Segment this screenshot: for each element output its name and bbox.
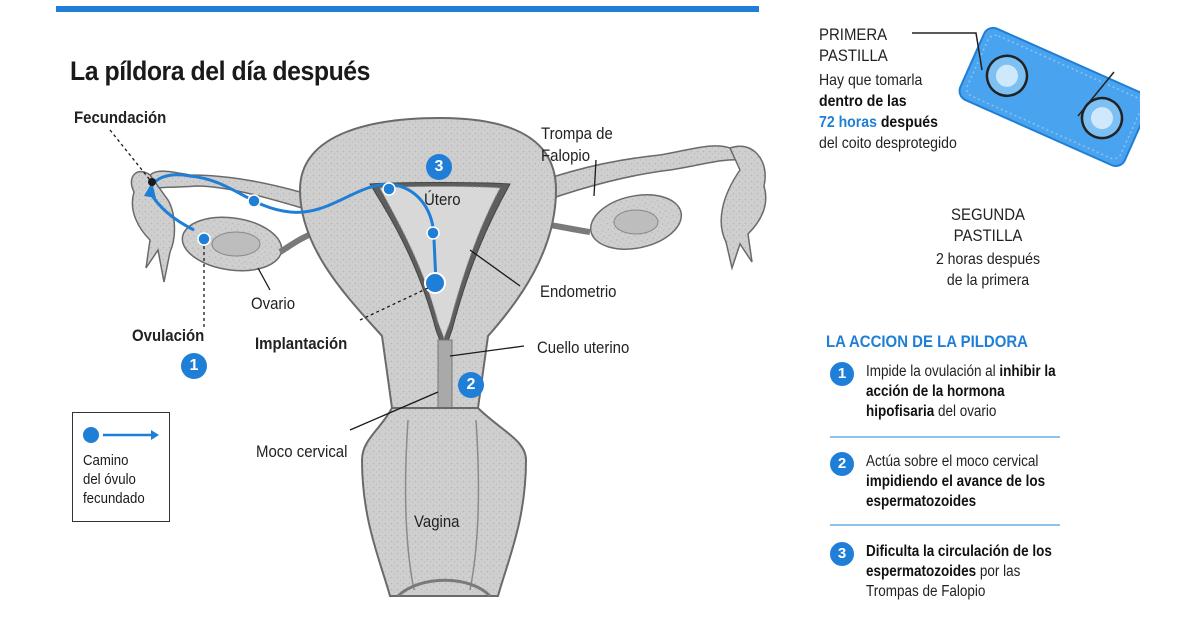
implanted-egg [424,272,446,294]
accion-item-3: 3 Dificulta la circulación de los esperm… [830,542,1062,608]
legend-line-3: fecundado [83,490,145,507]
label-endometrio: Endometrio [540,282,617,301]
segunda-title-1: SEGUNDA [950,205,1025,224]
accion-item-1-text-c: del ovario [934,403,997,420]
label-fecundacion: Fecundación [74,108,167,127]
segunda-desc-2: de la primera [946,272,1030,289]
egg-path-arrowhead [144,182,156,198]
badge-2: 2 [458,372,484,398]
pill-blister-illustration [912,26,1140,167]
label-trompa-1: Trompa de [541,124,613,143]
right-fimbriae [720,145,767,271]
vagina [360,407,528,597]
label-ovulacion: Ovulación [132,326,205,345]
accion-item-2-number: 2 [830,452,854,476]
uterus-illustration [109,116,767,598]
cervical-canal [437,339,453,411]
label-utero: Útero [424,190,461,209]
accion-divider-2 [830,524,1060,526]
accion-item-1-number: 1 [830,362,854,386]
accion-item-1: 1 Impide la ovulación al inhibir la acci… [830,362,1062,428]
primera-title-2: PASTILLA [819,46,888,65]
legend-path-icon [83,427,159,443]
label-implantacion: Implantación [255,334,348,353]
badge-3: 3 [426,154,452,180]
primera-desc-despues: después [876,114,938,131]
label-cuello-uterino: Cuello uterino [537,338,630,357]
primera-title-1: PRIMERA [819,25,888,44]
accion-item-3-text-c: por las Trompas de Falopio [866,563,1021,600]
accion-divider-1 [830,436,1060,438]
primera-desc-1: Hay que tomarla [819,72,923,89]
label-ovario: Ovario [251,294,296,313]
legend-box: Camino del óvulo fecundado [72,412,170,522]
top-accent-bar [56,6,759,12]
badge-1: 1 [181,353,207,379]
segunda-desc-1: 2 horas después [935,251,1041,268]
page-title: La píldora del día después [70,56,371,86]
primera-desc-72h: 72 horas [819,114,877,131]
accion-item-1-text-a: Impide la ovulación al [866,363,1000,380]
legend-line-2: del óvulo [83,471,136,488]
label-moco-cervical: Moco cervical [256,442,348,461]
accion-item-2: 2 Actúa sobre el moco cervical impidiend… [830,452,1062,518]
left-fimbriae [130,170,176,283]
accion-item-3-number: 3 [830,542,854,566]
label-vagina: Vagina [414,512,460,531]
segunda-pastilla-block: SEGUNDA PASTILLA 2 horas después de la p… [918,204,1059,291]
accion-item-2-text-a: Actúa sobre el moco cervical [866,453,1039,470]
accion-title: LA ACCION DE LA PILDORA [826,332,1028,351]
primera-desc-2: dentro de las [819,93,907,110]
legend-line-1: Camino [83,452,129,469]
primera-pastilla-block: PRIMERA PASTILLA Hay que tomarla dentro … [819,24,957,154]
label-trompa-2: Falopio [541,146,591,165]
primera-desc-4: del coito desprotegido [819,135,957,152]
accion-item-2-text-b: impidiendo el avance de los espermatozoi… [866,473,1046,510]
accion-item-1-text-b: inhibir la acción de la hormona hipofisa… [866,363,1056,420]
accion-item-3-text-b: Dificulta la circulación de los espermat… [866,543,1052,580]
segunda-title-2: PASTILLA [953,226,1023,245]
